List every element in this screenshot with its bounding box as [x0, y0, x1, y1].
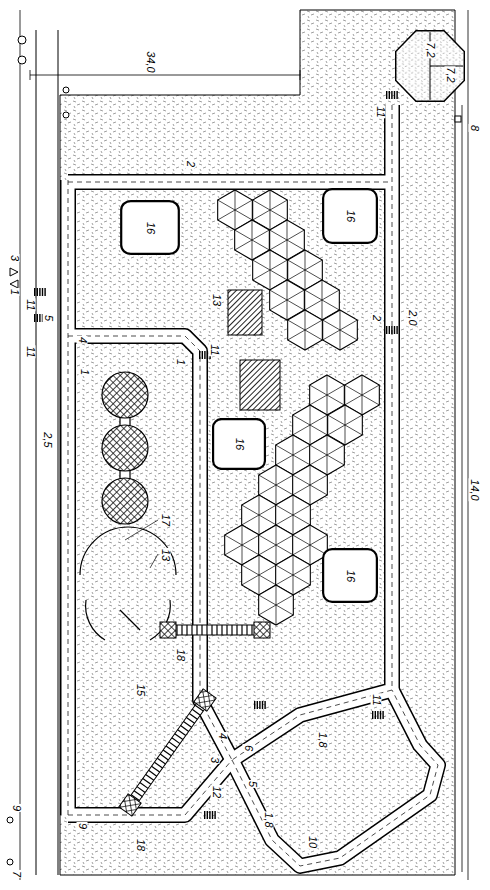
callout-number: 5	[247, 780, 258, 788]
step-mark	[204, 811, 216, 819]
callout-number: 11	[371, 693, 382, 706]
callout-number: 1,8	[263, 811, 274, 828]
callout-number: 9	[77, 822, 88, 830]
area-number: 16	[345, 568, 356, 582]
callout-number: 2	[185, 160, 196, 168]
callout-number: 4	[77, 336, 88, 344]
callout-number: 3	[9, 254, 20, 262]
callout-number: 34,0	[145, 50, 156, 73]
callout-number: 17	[160, 513, 171, 527]
area-number: 7,2	[444, 66, 455, 83]
step-mark	[372, 711, 384, 719]
callout-number: 2,0	[407, 309, 418, 326]
footpaths	[68, 105, 438, 866]
path-surface	[68, 176, 392, 189]
callout-number: 13	[160, 548, 171, 562]
sand-box: 16	[120, 200, 180, 255]
callout-number: 15	[135, 683, 146, 697]
callout-number: 9	[11, 804, 22, 812]
dimension-lines	[30, 70, 462, 872]
callout-number: 5	[43, 314, 54, 322]
callout-number: 11	[25, 298, 36, 311]
path-edge	[68, 336, 232, 760]
callout-number: 18	[135, 838, 146, 852]
callout-number: 8	[469, 124, 480, 132]
callout-number: 7	[11, 870, 22, 878]
hex-cell	[323, 310, 358, 350]
callout-number: 2	[371, 314, 382, 322]
path-edge	[60, 180, 76, 815]
hex-cell	[259, 585, 294, 625]
ground	[20, 10, 468, 880]
callout-number: 14,0	[469, 478, 480, 501]
area-number: 16	[234, 437, 245, 451]
path-centre	[68, 180, 69, 815]
sand-box: 16	[212, 418, 266, 470]
callout-number: 4	[217, 732, 228, 740]
step-mark	[386, 326, 398, 334]
area-number: 16	[145, 220, 156, 234]
callout-number: 11	[375, 105, 386, 118]
callout-number: 11	[25, 345, 36, 358]
callout-number: 13	[211, 293, 222, 307]
play-circles	[80, 372, 176, 640]
callout-number: 3	[209, 756, 220, 764]
sand-box: 16	[322, 188, 378, 244]
path-edge	[68, 174, 392, 190]
hex-spokes	[323, 310, 358, 350]
climbing-frames	[218, 190, 380, 625]
callout-number: 11	[209, 343, 220, 356]
path-surface	[68, 336, 232, 760]
callout-number: 1	[175, 358, 186, 366]
path-centre	[68, 336, 232, 760]
hex-cell	[288, 310, 323, 350]
step-mark	[34, 288, 46, 296]
area-number: 7,2	[425, 42, 436, 59]
path-surface	[62, 180, 75, 815]
sand-box: 16	[322, 548, 378, 603]
step-mark	[254, 701, 266, 709]
callout-number: 1,8	[317, 731, 328, 748]
step-walk	[160, 622, 270, 638]
octagon-pad: 7,2 7,2	[395, 30, 465, 102]
path-centre	[232, 690, 438, 866]
hex-spokes	[288, 310, 323, 350]
path-surface	[232, 690, 438, 866]
area-number: 16	[345, 209, 356, 223]
callout-number: 10	[307, 835, 318, 849]
callout-number: 1	[79, 368, 90, 376]
callout-number: 2,5	[42, 431, 53, 448]
callout-number: 18	[175, 648, 186, 662]
path-edge	[232, 690, 438, 866]
step-walks	[119, 622, 270, 816]
step-walk	[119, 689, 216, 816]
left-symbols	[7, 36, 461, 865]
step-marks	[34, 91, 398, 819]
hex-spokes	[259, 585, 294, 625]
callout-number: 1	[9, 288, 20, 296]
path-centre	[68, 182, 392, 183]
callout-number: 12	[211, 785, 222, 799]
step-mark	[386, 91, 398, 99]
callout-number: 6	[243, 744, 254, 752]
